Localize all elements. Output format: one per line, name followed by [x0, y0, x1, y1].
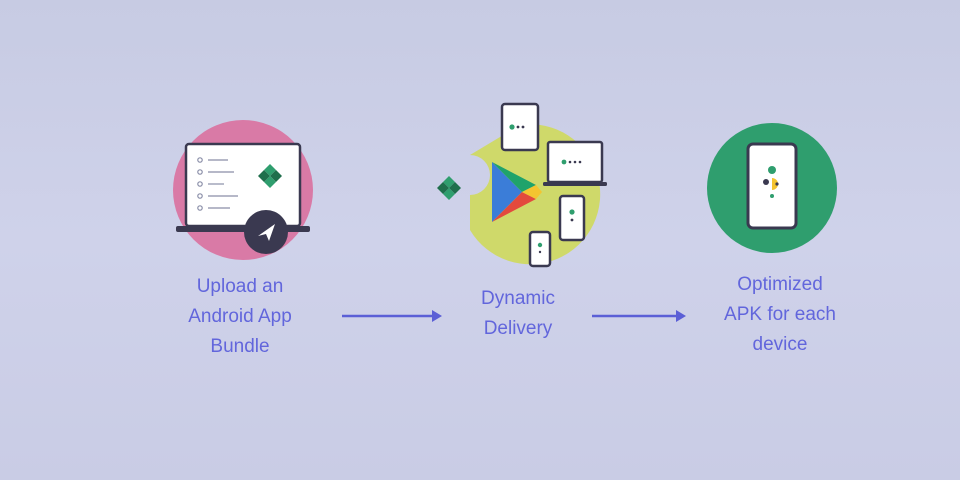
step3-line3: device [752, 334, 808, 355]
step1-caption: Upload an Android App Bundle [150, 272, 330, 362]
laptop-device [543, 140, 607, 186]
step3-line2: APK for each [724, 304, 836, 325]
arrow-right-icon [342, 310, 442, 322]
dynamic-delivery-illustration [437, 102, 607, 268]
step1-line3: Bundle [210, 336, 270, 357]
step3-line1: Optimized [737, 274, 823, 295]
arrow-right-icon [592, 310, 686, 322]
play-store-icon [492, 162, 542, 222]
phone-icon [746, 142, 798, 230]
step1-line1: Upload an [196, 276, 284, 297]
step3-caption: Optimized APK for each device [690, 270, 870, 360]
phone-device [558, 194, 586, 242]
laptop-icon [176, 142, 310, 232]
bundle-icon [437, 176, 461, 200]
step2-line1: Dynamic [481, 288, 555, 309]
step1-line2: Android App [188, 306, 292, 327]
tablet-device [500, 102, 540, 152]
step2-caption: Dynamic Delivery [428, 284, 608, 344]
small-phone-device [528, 230, 552, 268]
bundle-icon [257, 163, 283, 189]
app-bundle-illustration [173, 120, 313, 260]
upload-icon [244, 210, 288, 254]
step2-line2: Delivery [483, 318, 553, 339]
optimized-apk-illustration [707, 123, 837, 253]
